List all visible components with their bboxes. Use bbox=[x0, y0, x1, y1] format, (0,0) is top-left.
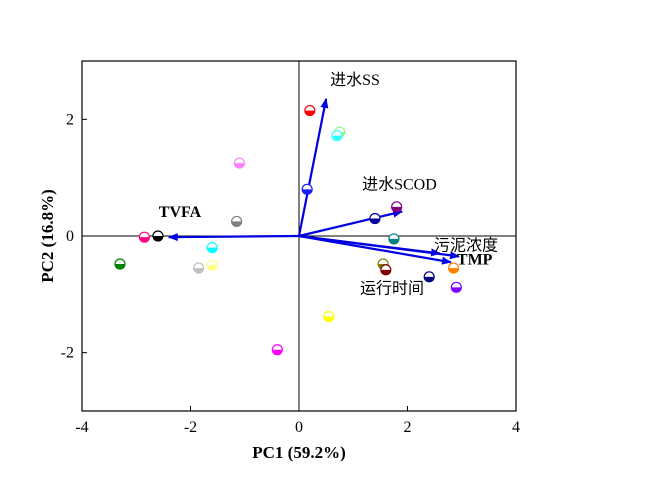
x-tick-label: -4 bbox=[75, 419, 88, 436]
score-point bbox=[448, 262, 460, 274]
y-tick-label: 0 bbox=[66, 228, 74, 245]
point-marker-outline bbox=[271, 344, 283, 356]
point-marker-outline bbox=[233, 157, 245, 169]
score-point bbox=[304, 104, 316, 117]
point-marker-outline bbox=[380, 264, 392, 276]
loading-label: 污泥浓度 bbox=[434, 236, 498, 254]
loading-label: TVFA bbox=[159, 204, 202, 221]
point-marker-outline bbox=[114, 258, 126, 270]
loading-arrow bbox=[297, 97, 329, 237]
y-tick-label: -2 bbox=[61, 345, 74, 362]
loading-label: TMP bbox=[457, 251, 493, 268]
x-tick-label: 4 bbox=[512, 419, 520, 436]
score-point bbox=[391, 201, 403, 213]
point-marker-outline bbox=[323, 310, 335, 323]
point-marker-outline bbox=[193, 262, 205, 274]
score-point bbox=[450, 281, 462, 293]
score-point bbox=[114, 258, 126, 270]
point-marker-outline bbox=[231, 215, 243, 228]
point-marker-outline bbox=[304, 104, 316, 117]
point-marker-outline bbox=[206, 242, 218, 254]
y-tick-label: 2 bbox=[66, 111, 74, 128]
loading-arrow bbox=[167, 233, 300, 242]
score-point bbox=[380, 264, 392, 276]
score-point bbox=[301, 183, 313, 195]
score-point bbox=[331, 130, 343, 142]
score-points bbox=[114, 104, 462, 356]
score-point bbox=[206, 242, 218, 254]
point-marker-outline bbox=[448, 262, 460, 274]
point-marker-outline bbox=[206, 259, 218, 271]
score-point bbox=[138, 231, 150, 243]
x-axis-title: PC1 (59.2%) bbox=[252, 443, 345, 462]
loading-label: 进水SS bbox=[330, 71, 380, 89]
score-point bbox=[388, 233, 400, 245]
loading-label: 进水SCOD bbox=[362, 176, 437, 194]
x-tick-label: 2 bbox=[404, 419, 412, 436]
axis-ticks: -4 -2 0 2 4 -2 0 2 bbox=[61, 111, 520, 436]
score-point bbox=[369, 212, 381, 225]
point-marker-outline bbox=[391, 201, 403, 213]
point-marker-outline bbox=[388, 233, 400, 245]
loading-vectors bbox=[167, 97, 461, 265]
score-point bbox=[231, 215, 243, 228]
point-marker-outline bbox=[369, 212, 381, 225]
score-point bbox=[152, 230, 164, 242]
y-axis-title: PC2 (16.8%) bbox=[38, 189, 57, 282]
point-marker-outline bbox=[152, 230, 164, 242]
loading-arrow bbox=[298, 209, 404, 238]
loading-arrow bbox=[298, 234, 452, 265]
x-tick-label: -2 bbox=[184, 419, 197, 436]
point-marker-outline bbox=[423, 271, 435, 283]
loading-arrow bbox=[298, 234, 442, 257]
point-marker-outline bbox=[138, 231, 150, 243]
score-point bbox=[323, 310, 335, 323]
point-marker-outline bbox=[450, 281, 462, 293]
score-point bbox=[193, 262, 205, 274]
score-point bbox=[271, 344, 283, 356]
x-tick-label: 0 bbox=[295, 419, 303, 436]
point-marker-outline bbox=[331, 130, 343, 142]
score-point bbox=[423, 271, 435, 283]
score-point bbox=[233, 157, 245, 169]
point-marker-outline bbox=[301, 183, 313, 195]
loading-label: 运行时间 bbox=[360, 280, 424, 298]
score-point bbox=[206, 259, 218, 271]
